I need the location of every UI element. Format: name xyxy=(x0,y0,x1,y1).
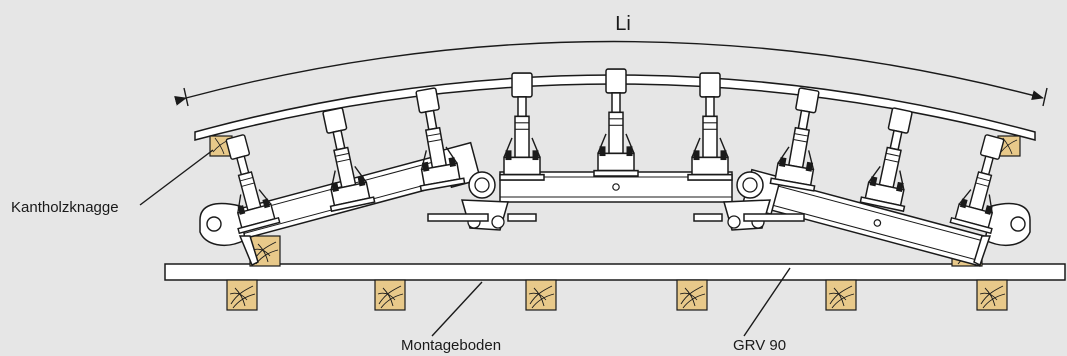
formwork-skin xyxy=(194,74,1036,141)
span-tick-right xyxy=(1042,87,1048,107)
span-tick-left xyxy=(183,87,189,107)
span-label: Li xyxy=(615,13,631,35)
formwork-label: GRV 90 xyxy=(733,337,786,354)
formwork-leader xyxy=(743,267,791,337)
hinge-joint-right xyxy=(693,171,805,231)
assembly-floor xyxy=(164,263,1066,281)
floor-label: Montageboden xyxy=(401,337,501,354)
floor-wood-blocks xyxy=(226,279,1008,311)
cleat-leader xyxy=(139,149,214,206)
span-dimension-arc xyxy=(174,40,1044,106)
floor-leader xyxy=(431,281,483,337)
support-blocks xyxy=(249,235,983,267)
cleat-label: Kantholzknagge xyxy=(11,199,119,216)
hinge-joint-left xyxy=(427,171,537,231)
right-end-plate xyxy=(973,202,1031,267)
left-end-plate xyxy=(199,202,259,267)
